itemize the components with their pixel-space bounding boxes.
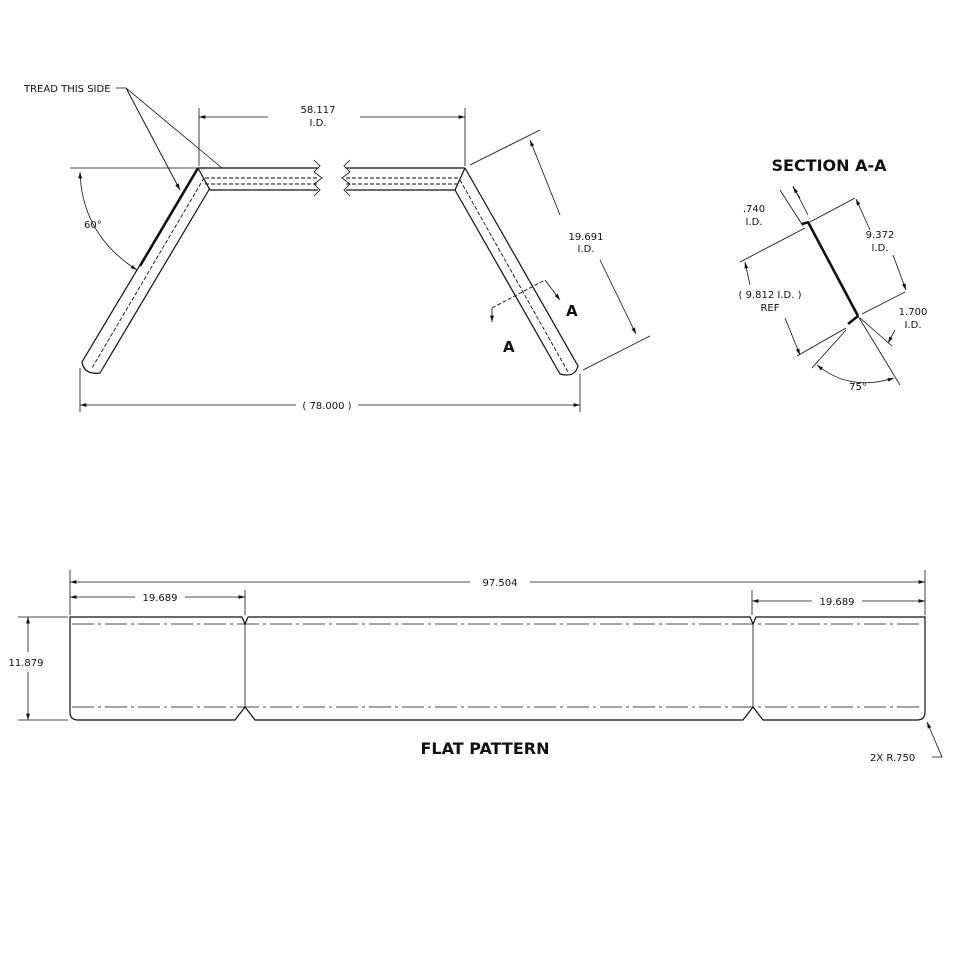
dimension-suffix: I.D. — [309, 118, 326, 129]
top-view: TREAD THIS SIDE 58.117 I.D. 60° ( 78.000… — [23, 84, 651, 412]
section-a-a: SECTION A-A .740 I.D. 9.372 I.D. ( 9.812… — [739, 156, 928, 393]
dimension-58-117: 58.117 — [301, 105, 336, 116]
break-line — [341, 159, 351, 197]
angle-60-label: 60° — [84, 220, 102, 231]
dimension-97-504: 97.504 — [483, 578, 518, 589]
radius-note: 2X R.750 — [870, 753, 915, 764]
flat-pattern-title: FLAT PATTERN — [421, 739, 550, 758]
section-title: SECTION A-A — [771, 156, 887, 175]
section-marker-a: A — [566, 302, 578, 320]
dimension-suffix: I.D. — [871, 243, 888, 254]
section-marker-a: A — [503, 338, 515, 356]
dimension-740: .740 — [743, 204, 765, 215]
dimension-78-000: ( 78.000 ) — [302, 401, 351, 412]
dimension-9-372: 9.372 — [866, 230, 895, 241]
dimension-19-691: 19.691 — [569, 232, 604, 243]
dimension-suffix: REF — [760, 303, 779, 314]
dimension-19-689-left: 19.689 — [143, 593, 178, 604]
dimension-suffix: I.D. — [577, 244, 594, 255]
flat-pattern: 97.504 19.689 19.689 11.879 FLAT PATTERN… — [9, 570, 943, 764]
dimension-19-689-right: 19.689 — [820, 597, 855, 608]
dimension-9-812-ref: ( 9.812 I.D. ) — [739, 290, 802, 301]
break-line — [313, 159, 323, 197]
right-arm — [454, 167, 579, 376]
dimension-11-879: 11.879 — [9, 658, 44, 669]
dimension-suffix: I.D. — [745, 217, 762, 228]
angle-75-label: 75° — [849, 382, 867, 393]
tread-this-side-label: TREAD THIS SIDE — [23, 84, 111, 95]
top-bar-right — [341, 159, 466, 197]
top-bar-left — [197, 159, 323, 197]
left-arm — [81, 167, 211, 374]
dimension-suffix: I.D. — [904, 320, 921, 331]
dimension-1-700: 1.700 — [899, 307, 928, 318]
